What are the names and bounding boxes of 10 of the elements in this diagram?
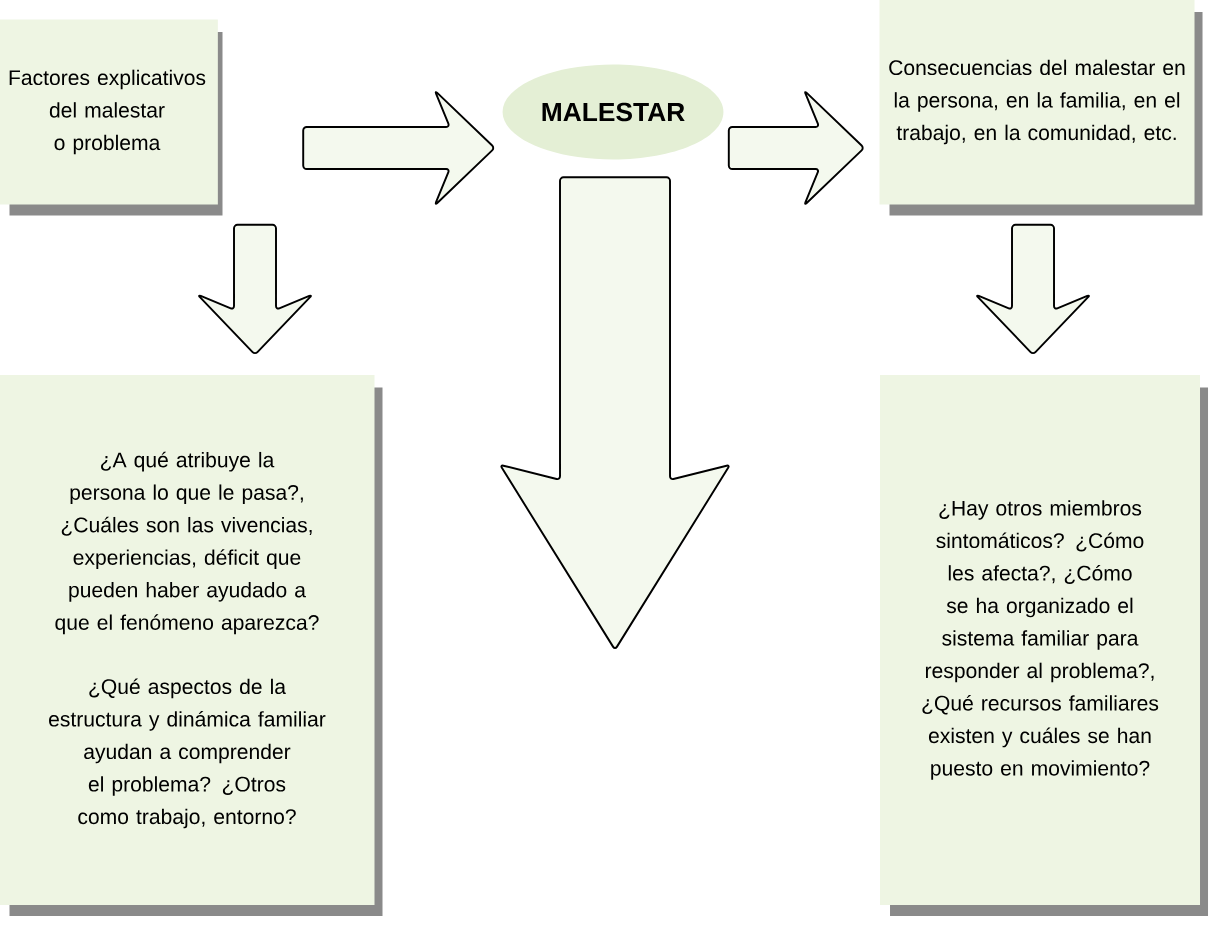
block-arrow	[302, 91, 495, 205]
text-box: Factores explicativos del malestar o problema	[0, 19, 223, 216]
block-arrow	[500, 176, 730, 650]
block-arrow	[976, 223, 1090, 355]
block-arrow	[727, 91, 864, 205]
text-box: ¿Hay otros miembros sintomáticos? ¿Cómo les afecta?, ¿Cómo se ha organizado el sistema familiar para responder al problema?, ¿Qué recursos familiares existen y cuáles se han puesto en movimiento?	[880, 375, 1208, 916]
text-box: Consecuencias del malestar en la persona, en la familia, en el trabajo, en la comunidad, etc.	[879, 0, 1203, 216]
block-arrow	[198, 223, 312, 355]
text-box: ¿A qué atribuye la persona lo que le pasa?, ¿Cuáles son las vivencias, experiencias, déficit que pueden haber ayudado a que el fenómeno aparezca? ¿Qué aspectos de la estructura y dinámica familiar ayudan a comprender el problema? ¿Otros como trabajo, entorno?	[0, 375, 383, 916]
ellipse-node: MALESTAR	[502, 64, 724, 160]
